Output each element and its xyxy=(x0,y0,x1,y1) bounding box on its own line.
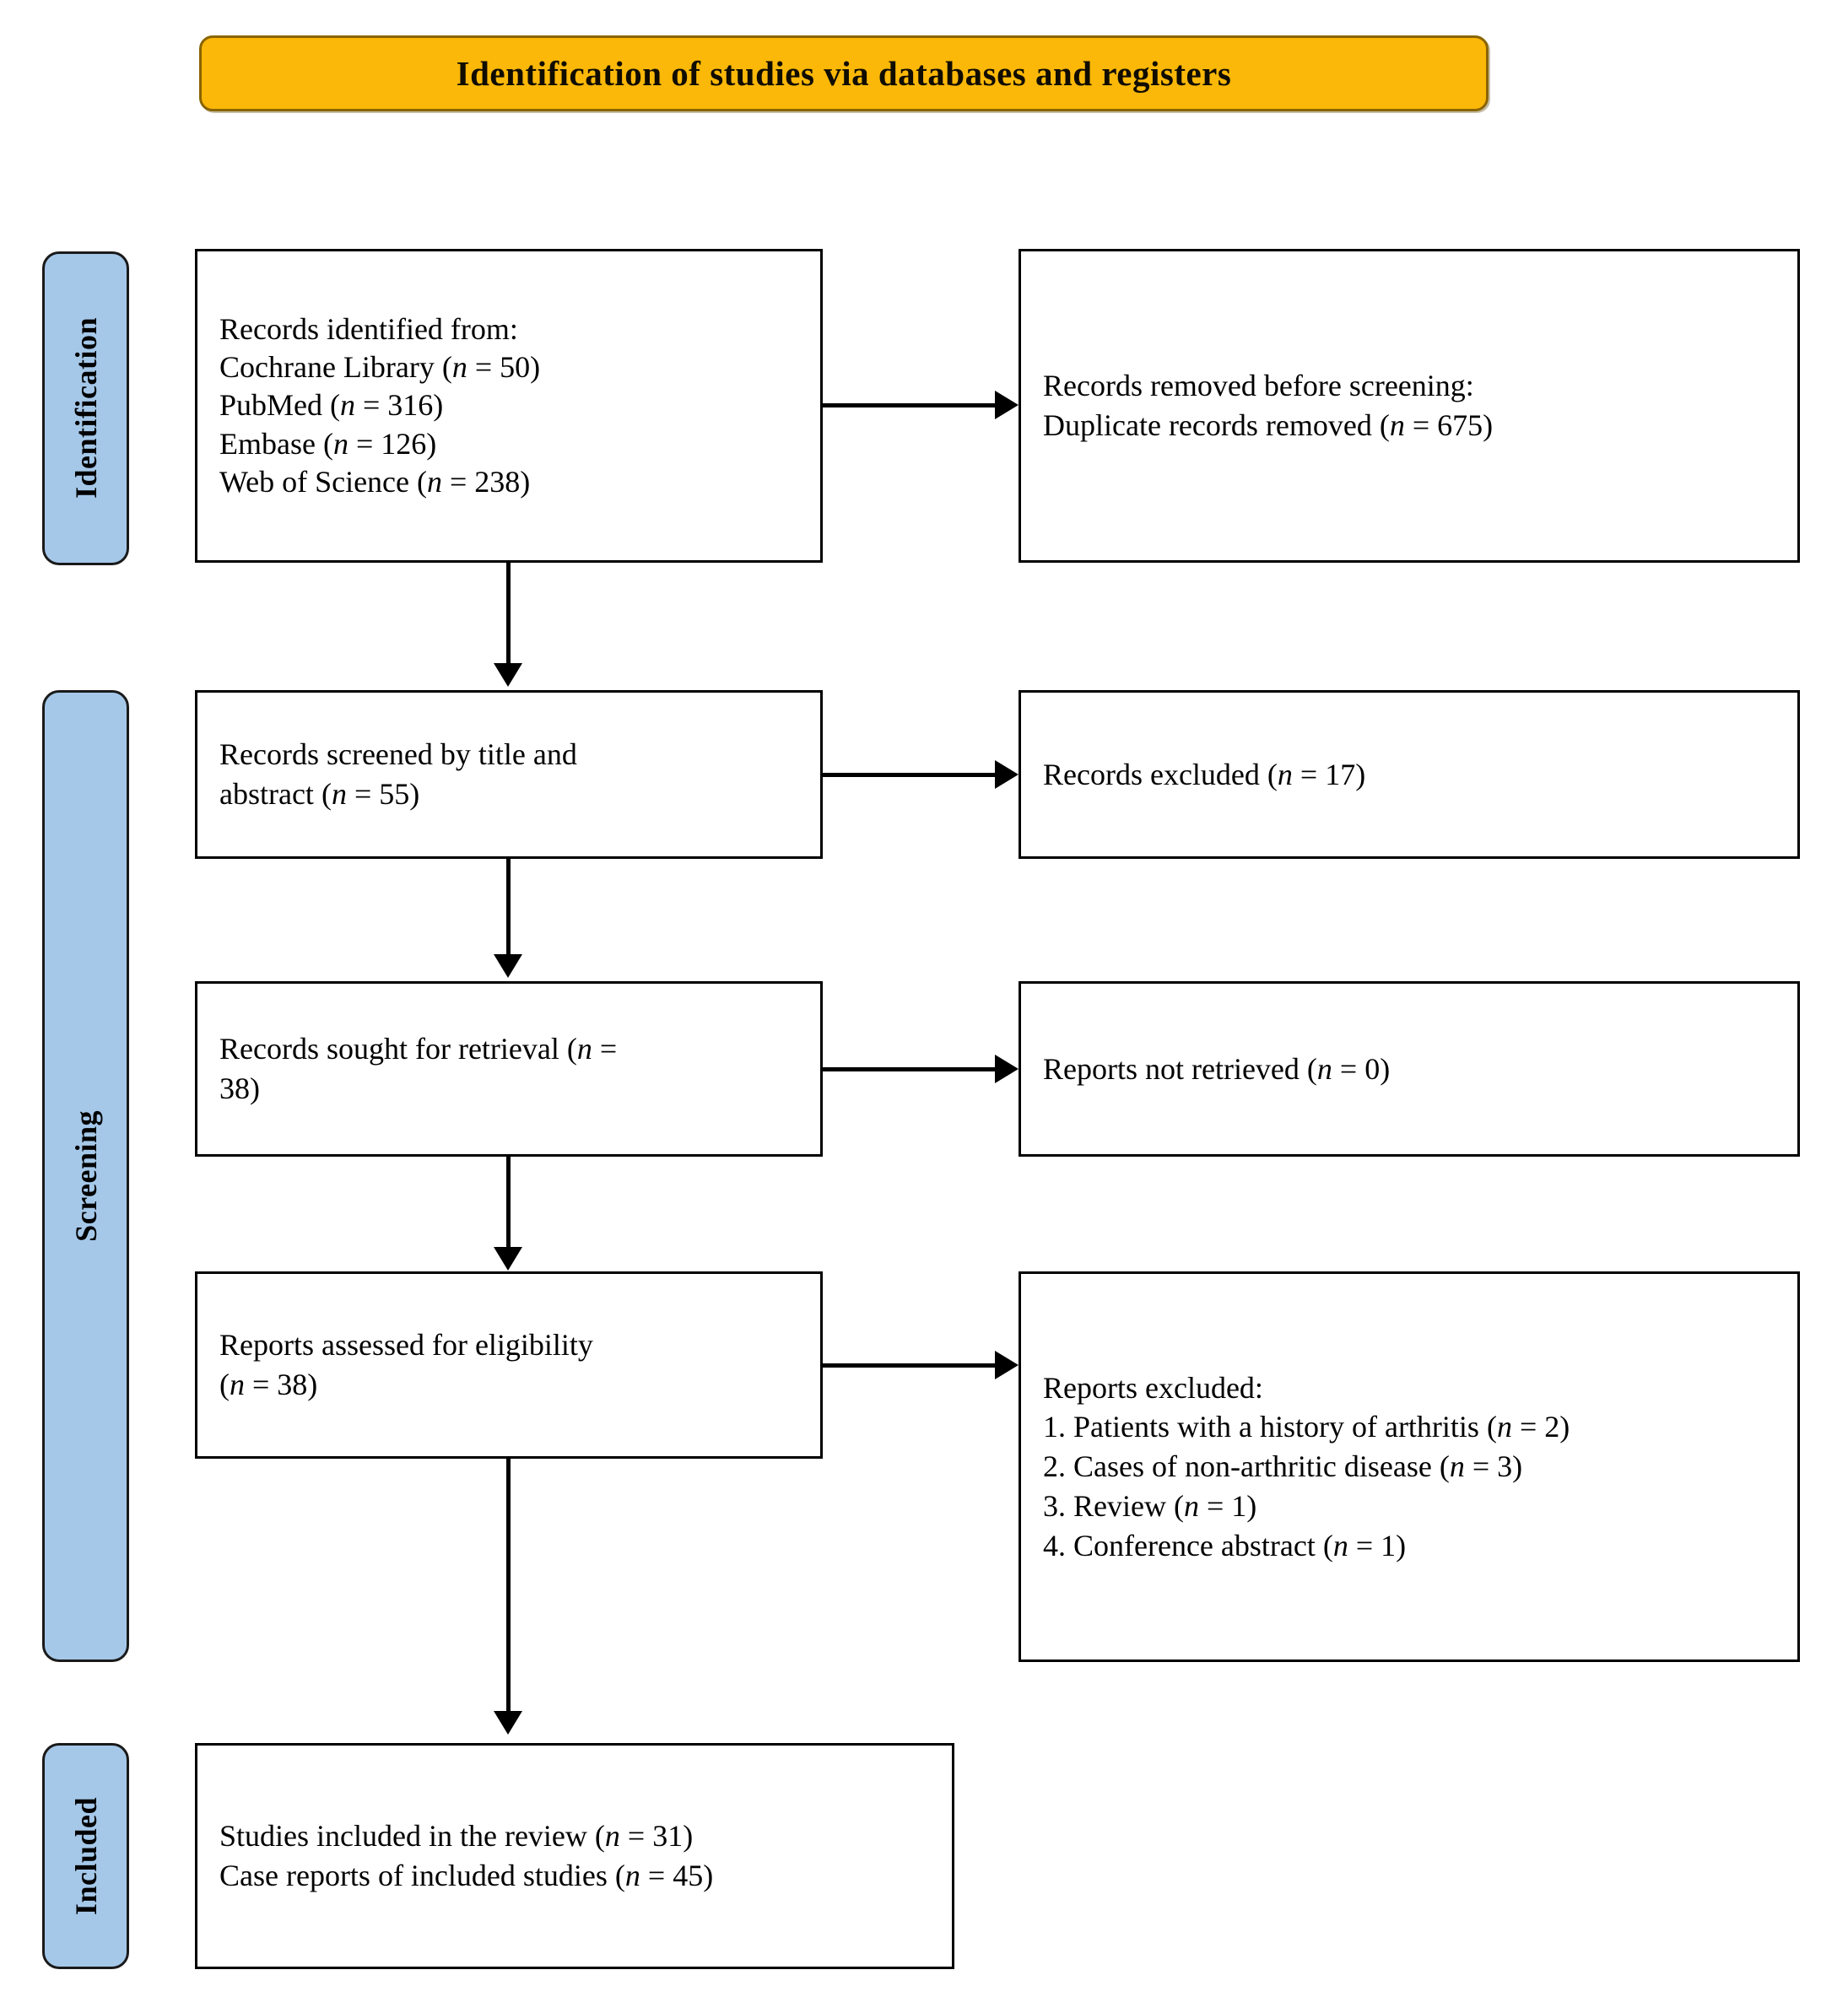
records-identified-line-1: Cochrane Library (n = 50) xyxy=(219,349,541,384)
reports-excluded-line-4: 4. Conference abstract (n = 1) xyxy=(1043,1528,1407,1562)
records-removed-box: Records removed before screening: Duplic… xyxy=(1019,249,1800,563)
reports-excluded-line-1: 1. Patients with a history of arthritis … xyxy=(1043,1410,1570,1444)
records-sought-box: Records sought for retrieval (n = 38) xyxy=(195,981,823,1157)
arrowhead-screened-to-sought xyxy=(494,954,522,978)
studies-included-line-1: Case reports of included studies (n = 45… xyxy=(219,1859,714,1892)
arrowhead-assessed-to-reportsexcluded xyxy=(995,1351,1019,1379)
diagram-title: Identification of studies via databases … xyxy=(456,54,1232,93)
records-sought-line-1: 38) xyxy=(219,1071,260,1105)
records-sought-line-0: Records sought for retrieval (n = xyxy=(219,1032,618,1066)
reports-excluded-box: Reports excluded: 1. Patients with a his… xyxy=(1019,1271,1800,1662)
connector-identified-to-removed xyxy=(823,403,996,407)
arrowhead-identified-to-removed xyxy=(995,391,1019,419)
records-identified-line-4: Web of Science (n = 238) xyxy=(219,465,531,499)
reports-assessed-line-0: Reports assessed for eligibility xyxy=(219,1328,593,1363)
records-removed-line-1: Duplicate records removed (n = 675) xyxy=(1043,408,1494,442)
studies-included-box: Studies included in the review (n = 31) … xyxy=(195,1743,954,1969)
stage-label-screening-text: Screening xyxy=(68,1110,103,1242)
connector-assessed-to-reportsexcluded xyxy=(823,1363,996,1368)
records-screened-box: Records screened by title and abstract (… xyxy=(195,690,823,859)
reports-assessed-box: Reports assessed for eligibility (n = 38… xyxy=(195,1271,823,1459)
reports-excluded-line-2: 2. Cases of non-arthritic disease (n = 3… xyxy=(1043,1449,1523,1484)
records-identified-line-3: Embase (n = 126) xyxy=(219,426,437,461)
reports-not-retrieved-box: Reports not retrieved (n = 0) xyxy=(1019,981,1800,1157)
stage-label-identification: Identification xyxy=(42,251,129,565)
records-identified-box: Records identified from: Cochrane Librar… xyxy=(195,249,823,563)
stage-label-included-text: Included xyxy=(68,1796,103,1916)
records-screened-line-1: abstract (n = 55) xyxy=(219,777,420,811)
records-excluded-line-0: Records excluded (n = 17) xyxy=(1043,757,1366,791)
arrowhead-identified-to-screened xyxy=(494,663,522,687)
reports-not-retrieved-line-0: Reports not retrieved (n = 0) xyxy=(1043,1051,1391,1086)
stage-label-identification-text: Identification xyxy=(68,317,103,499)
reports-excluded-line-3: 3. Review (n = 1) xyxy=(1043,1488,1257,1523)
arrowhead-sought-to-assessed xyxy=(494,1247,522,1271)
connector-identified-to-screened xyxy=(506,563,511,664)
records-identified-line-2: PubMed (n = 316) xyxy=(219,388,444,423)
connector-sought-to-assessed xyxy=(506,1157,511,1248)
arrowhead-sought-to-notretrieved xyxy=(995,1055,1019,1083)
records-removed-line-0: Records removed before screening: xyxy=(1043,369,1474,403)
reports-assessed-line-1: (n = 38) xyxy=(219,1368,318,1401)
diagram-header-banner: Identification of studies via databases … xyxy=(199,35,1489,111)
connector-screened-to-sought xyxy=(506,859,511,955)
studies-included-line-0: Studies included in the review (n = 31) xyxy=(219,1819,694,1854)
connector-screened-to-excluded xyxy=(823,773,996,777)
stage-label-included: Included xyxy=(42,1743,129,1969)
stage-label-screening: Screening xyxy=(42,690,129,1662)
connector-assessed-to-included xyxy=(506,1459,511,1712)
connector-sought-to-notretrieved xyxy=(823,1067,996,1071)
arrowhead-assessed-to-included xyxy=(494,1711,522,1735)
reports-excluded-line-0: Reports excluded: xyxy=(1043,1370,1263,1405)
records-screened-line-0: Records screened by title and xyxy=(219,737,577,772)
arrowhead-screened-to-excluded xyxy=(995,760,1019,789)
records-excluded-box: Records excluded (n = 17) xyxy=(1019,690,1800,859)
records-identified-line-0: Records identified from: xyxy=(219,311,518,346)
